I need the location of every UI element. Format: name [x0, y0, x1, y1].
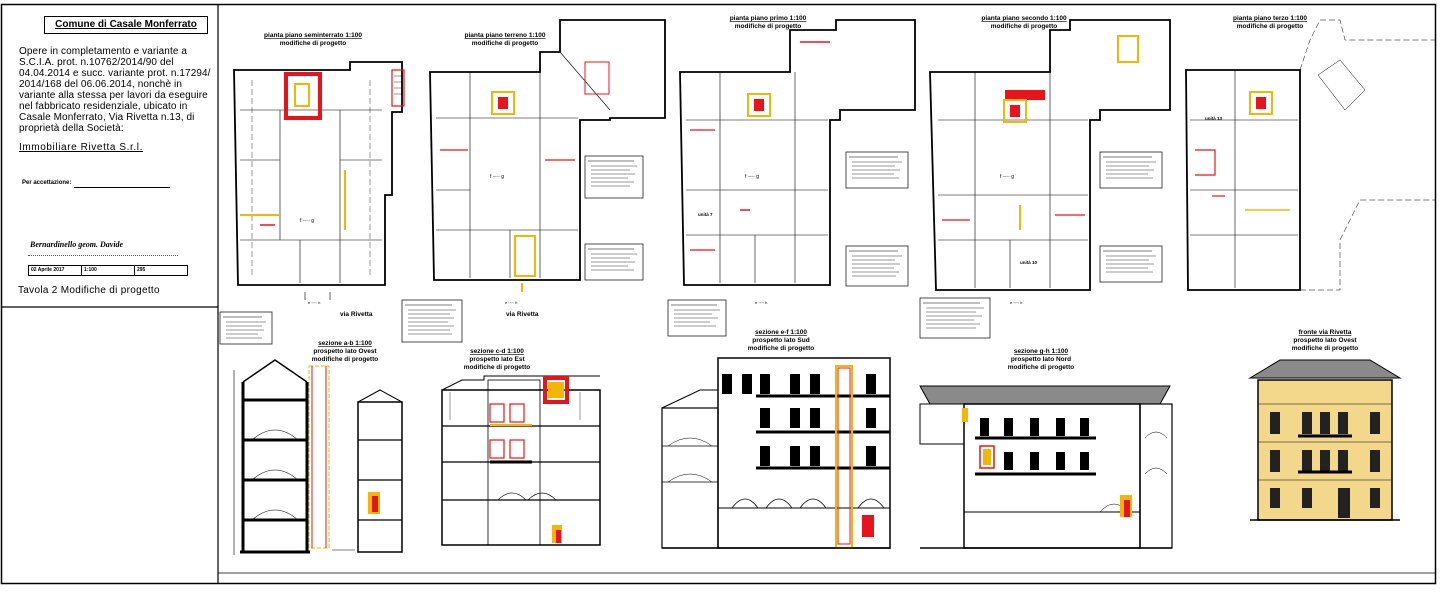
drawing-number: 295 [137, 267, 146, 273]
svg-text:pianta piano seminterrato 1:10: pianta piano seminterrato 1:100 [264, 32, 362, 39]
section-drawing-4 [919, 385, 1173, 549]
acceptance-label: Per accettazione: [22, 180, 72, 186]
author-name: Bernardinello geom. Davide [30, 240, 124, 249]
author-contact-line [28, 252, 178, 256]
svg-text:prospetto lato Ovest: prospetto lato Ovest [313, 348, 377, 355]
plan-title-5: pianta piano terzo 1:100 modifiche di pr… [1233, 15, 1307, 30]
svg-text:prospetto lato Nord: prospetto lato Nord [1011, 356, 1071, 363]
svg-text:modifiche di progetto: modifiche di progetto [464, 364, 530, 371]
section-title-4: sezione g-h 1:100 prospetto lato Nord mo… [1008, 348, 1074, 371]
plan-legend-4c [1099, 245, 1163, 283]
project-description: Opere in completamento e variante a S.C.… [19, 46, 211, 134]
svg-text:pianta piano terreno 1:100: pianta piano terreno 1:100 [465, 32, 546, 39]
plan-street-label-1: via Rivetta [340, 311, 373, 318]
plan-legend-2 [401, 299, 463, 343]
svg-text:f ◦◦◦◦ g: f ◦◦◦◦ g [300, 218, 314, 224]
drawing-date: 02 Aprile 2017 [29, 266, 82, 275]
plan-legend-4b [1099, 151, 1163, 189]
svg-text:e ◦◦◦◦ h: e ◦◦◦◦ h [1010, 300, 1022, 305]
svg-text:sezione g-h 1:100: sezione g-h 1:100 [1014, 348, 1069, 355]
svg-text:modifiche di progetto: modifiche di progetto [1292, 345, 1358, 352]
section-title-2: sezione c-d 1:100 prospetto lato Est mod… [464, 348, 530, 371]
svg-text:e ◦◦◦◦ h: e ◦◦◦◦ h [755, 300, 767, 305]
drawing-info-row: 02 Aprile 2017 1:100 295 [28, 265, 188, 276]
section-drawing-1 [233, 359, 403, 555]
plan-title-1: pianta piano seminterrato 1:100 modifich… [264, 32, 362, 47]
plan-legend-4 [919, 297, 991, 339]
svg-text:f ◦◦◦◦ g: f ◦◦◦◦ g [490, 174, 504, 180]
svg-text:modifiche di progetto: modifiche di progetto [472, 40, 538, 47]
svg-text:e ◦◦◦◦ h: e ◦◦◦◦ h [308, 300, 320, 305]
svg-text:pianta piano secondo 1:100: pianta piano secondo 1:100 [981, 15, 1067, 22]
svg-text:f ◦◦◦◦ g: f ◦◦◦◦ g [745, 174, 759, 180]
section-drawing-3 [661, 357, 891, 549]
svg-text:f ◦◦◦◦ g: f ◦◦◦◦ g [1000, 174, 1014, 180]
svg-text:modifiche di progetto: modifiche di progetto [735, 23, 801, 30]
drawing-scale: 1:100 [82, 266, 135, 275]
svg-text:prospetto lato Sud: prospetto lato Sud [752, 337, 809, 344]
svg-text:pianta piano terzo 1:100: pianta piano terzo 1:100 [1233, 15, 1307, 22]
facade-elevation [1248, 359, 1402, 521]
acceptance-signature-line [74, 187, 170, 188]
title-block: Comune di Casale Monferrato Opere in com… [14, 12, 216, 306]
plan-unit-label-3: unità 7 [698, 212, 713, 217]
plan-street-label-2: via Rivetta [506, 311, 539, 318]
svg-text:sezione e-f 1:100: sezione e-f 1:100 [755, 329, 807, 336]
plan-unit-label-4: unità 10 [1020, 260, 1038, 265]
plan-legend-3 [667, 299, 727, 337]
section-drawing-2 [441, 375, 601, 546]
svg-text:fronte via Rivetta: fronte via Rivetta [1299, 329, 1352, 336]
svg-text:pianta piano primo 1:100: pianta piano primo 1:100 [730, 15, 807, 22]
sheet-border [0, 3, 1437, 585]
svg-text:modifiche di progetto: modifiche di progetto [1008, 364, 1074, 371]
plan-legend-3b [845, 151, 909, 189]
plan-legend-2c [584, 243, 644, 281]
plan-unit-label-5: unità 13 [1205, 116, 1223, 121]
plan-legend-3c [845, 245, 909, 287]
svg-text:modifiche di progetto: modifiche di progetto [1237, 23, 1303, 30]
svg-text:sezione a-b 1:100: sezione a-b 1:100 [318, 340, 372, 347]
section-title-3: sezione e-f 1:100 prospetto lato Sud mod… [748, 329, 814, 352]
municipality-title: Comune di Casale Monferrato [44, 16, 208, 34]
floor-plan-4: f ◦◦◦◦ g e ◦◦◦◦ h [929, 19, 1171, 305]
svg-text:sezione c-d 1:100: sezione c-d 1:100 [470, 348, 524, 355]
section-title-5: fronte via Rivetta prospetto lato Ovest … [1292, 329, 1358, 352]
svg-text:modifiche di progetto: modifiche di progetto [748, 345, 814, 352]
svg-text:prospetto lato Est: prospetto lato Est [469, 356, 525, 363]
svg-text:modifiche di progetto: modifiche di progetto [280, 40, 346, 47]
plan-legend-2b [584, 155, 644, 199]
svg-text:modifiche di progetto: modifiche di progetto [312, 356, 378, 363]
sheet-title: Tavola 2 Modifiche di progetto [18, 285, 160, 296]
plan-title-4: pianta piano secondo 1:100 modifiche di … [981, 15, 1067, 30]
floor-plan-2: f ◦◦◦◦ g e ◦◦◦◦ h [429, 19, 666, 305]
floor-plan-5 [1185, 19, 1436, 291]
svg-text:prospetto lato Ovest: prospetto lato Ovest [1293, 337, 1357, 344]
section-title-1: sezione a-b 1:100 prospetto lato Ovest m… [312, 340, 378, 363]
svg-text:e ◦◦◦◦ h: e ◦◦◦◦ h [505, 300, 517, 305]
plan-title-2: pianta piano terreno 1:100 modifiche di … [465, 32, 546, 47]
plan-title-3: pianta piano primo 1:100 modifiche di pr… [730, 15, 807, 30]
owner-company: Immobiliare Rivetta S.r.l. [19, 142, 143, 153]
plan-legend-1 [219, 311, 273, 345]
svg-text:modifiche di progetto: modifiche di progetto [991, 23, 1057, 30]
floor-plan-3: f ◦◦◦◦ g e ◦◦◦◦ h [679, 19, 916, 305]
floor-plan-1: f ◦◦◦◦ g e ◦◦◦◦ h [233, 61, 405, 305]
